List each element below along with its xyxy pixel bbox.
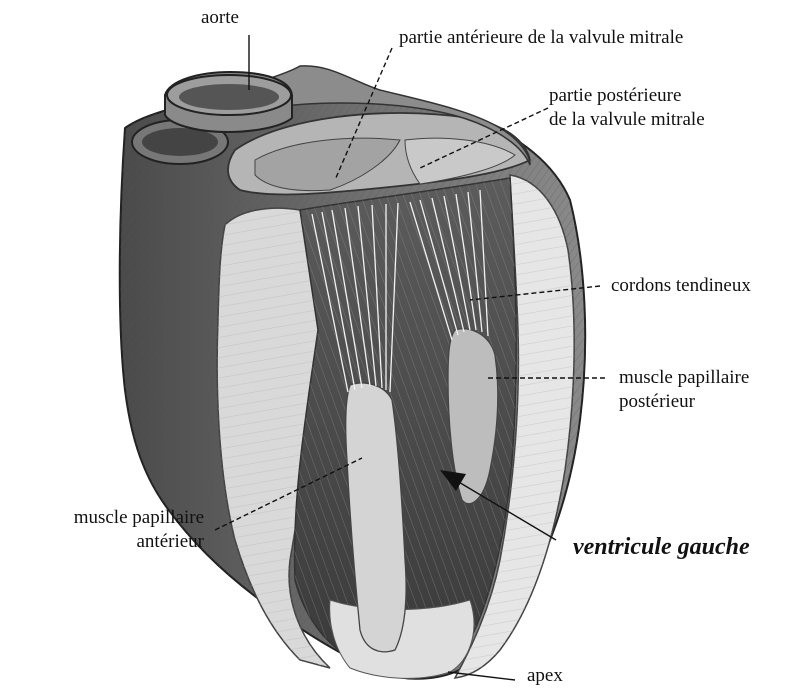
label-chordae: cordons tendineux bbox=[611, 274, 751, 298]
label-posterior-papillary-line2: postérieur bbox=[619, 390, 695, 414]
label-anterior-papillary-line1: muscle papillaire bbox=[8, 506, 204, 530]
label-posterior-papillary-line1: muscle papillaire bbox=[619, 366, 749, 390]
label-apex: apex bbox=[527, 664, 563, 688]
label-aorte: aorte bbox=[201, 6, 239, 30]
label-left-ventricle: ventricule gauche bbox=[573, 533, 750, 561]
label-anterior-papillary-line2: antérieur bbox=[8, 530, 204, 554]
label-mitral-anterior: partie antérieure de la valvule mitrale bbox=[399, 26, 683, 50]
label-mitral-posterior-line2: de la valvule mitrale bbox=[549, 108, 705, 132]
label-mitral-posterior-line1: partie postérieure bbox=[549, 84, 681, 108]
